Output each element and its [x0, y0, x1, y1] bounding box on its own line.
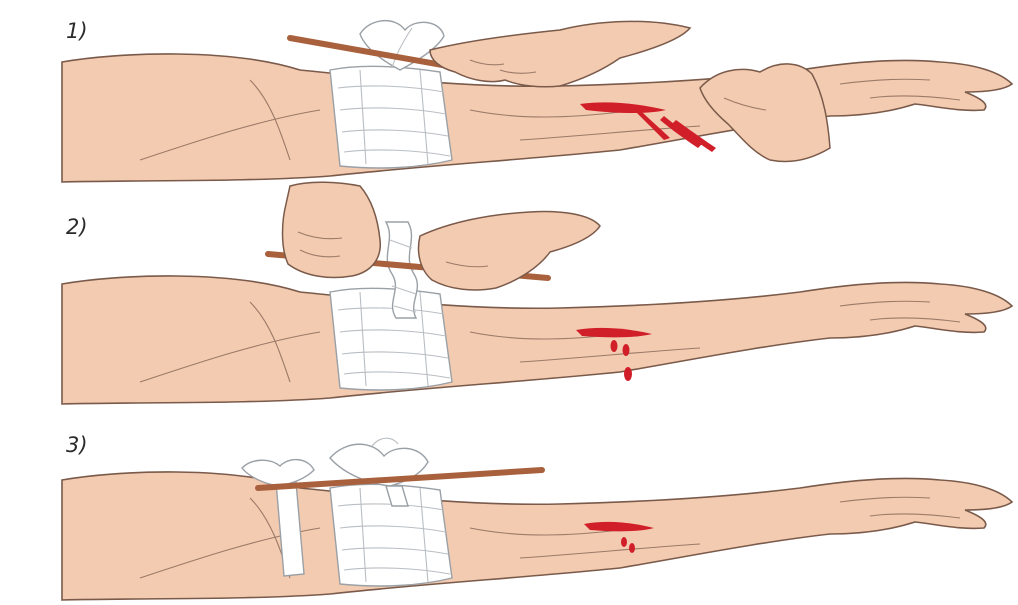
step-1-label: 1)	[66, 19, 88, 43]
bandage	[330, 21, 452, 168]
bandage	[330, 288, 452, 390]
step-3-label: 3)	[66, 433, 88, 457]
step-3: 3)	[62, 433, 1012, 600]
left-fist	[283, 182, 381, 277]
step-2: 2)	[62, 182, 1012, 404]
right-hand	[419, 212, 601, 290]
wrist-hand	[700, 64, 830, 162]
step-2-label: 2)	[66, 215, 88, 239]
arm	[62, 276, 1012, 404]
helper-hand	[430, 21, 690, 86]
arm	[62, 472, 1012, 600]
step-1: 1)	[62, 19, 1012, 182]
